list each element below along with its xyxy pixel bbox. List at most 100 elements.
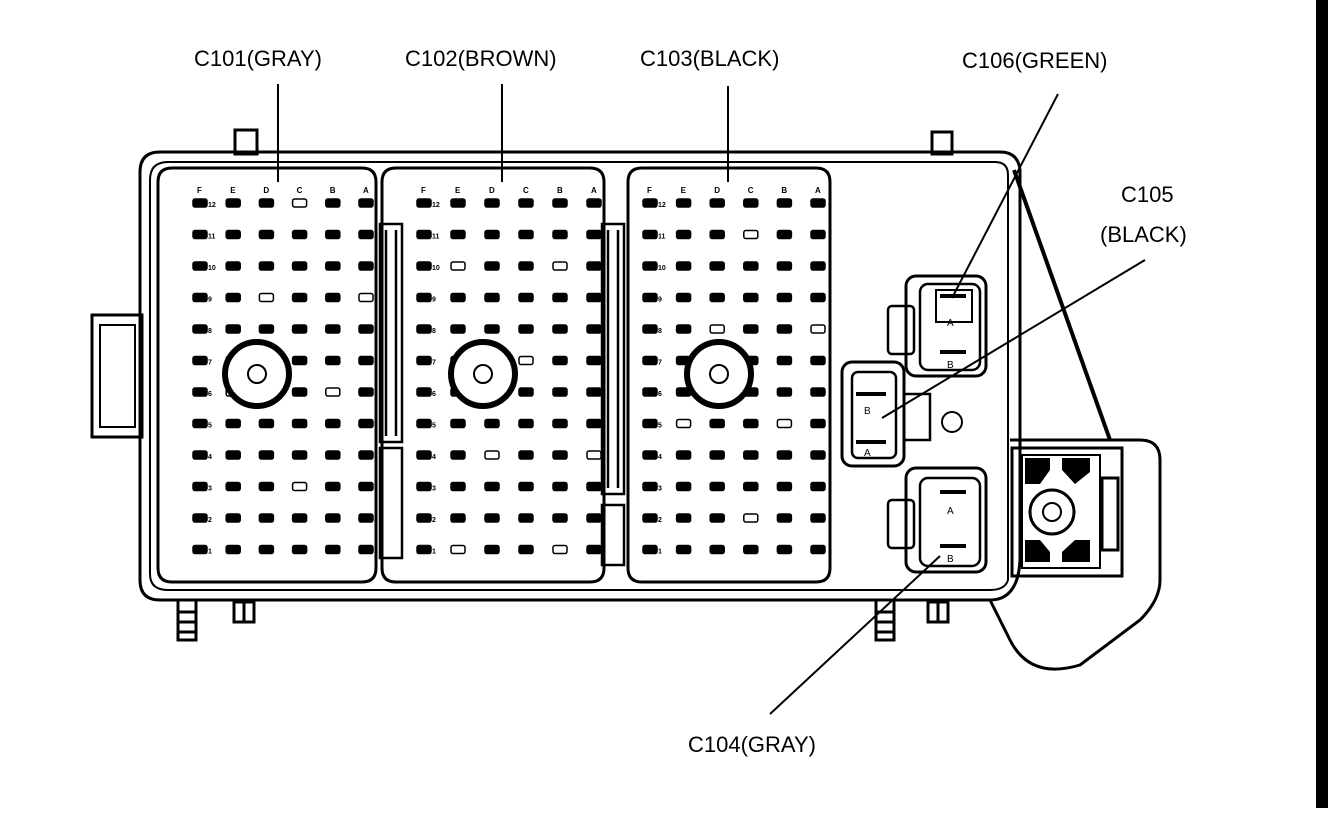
terminal-cavity	[776, 261, 793, 271]
rail-1-lower	[378, 446, 404, 560]
terminal-cavity	[776, 198, 793, 208]
terminal-cavity	[358, 355, 374, 366]
rails	[378, 222, 626, 567]
callout-c105-line2: (BLACK)	[1100, 222, 1187, 247]
row-number: 10	[432, 265, 440, 272]
column-letter: A	[591, 186, 597, 195]
terminal-cavity	[743, 481, 759, 492]
column-letter: C	[297, 186, 303, 195]
terminal-cavity	[450, 418, 466, 429]
terminal-cavity	[416, 261, 432, 271]
terminal-cavity	[743, 261, 759, 271]
terminal-cavity	[291, 387, 308, 397]
c105-pin-a-label: A	[864, 448, 871, 459]
c104-pin-a-label: A	[947, 506, 954, 517]
terminal-cavity	[810, 481, 826, 492]
terminal-cavity	[416, 387, 432, 397]
bracket-body	[1010, 446, 1124, 578]
center-bolt-hole	[247, 364, 267, 384]
terminal-cavity	[450, 544, 466, 555]
row-number: 1	[208, 549, 212, 556]
terminal-cavity	[518, 261, 534, 271]
terminal-cavity	[552, 513, 568, 523]
terminal-cavity	[642, 355, 658, 366]
terminal-cavity	[258, 198, 275, 208]
terminal-cavity	[484, 229, 500, 240]
bracket-slot	[1100, 476, 1120, 552]
terminal-cavity	[258, 324, 275, 334]
housing	[90, 128, 1162, 671]
terminal-cavity	[325, 324, 341, 334]
column-letter: D	[489, 186, 495, 195]
terminal-cavity	[416, 418, 432, 429]
left-mounting-tab	[90, 313, 144, 439]
terminal-cavity	[709, 544, 725, 555]
terminal-cavity	[743, 513, 759, 523]
terminal-cavity	[291, 324, 308, 334]
terminal-cavity	[675, 418, 692, 429]
terminal-cavity	[358, 324, 374, 334]
terminal-cavity	[709, 324, 725, 334]
terminal-cavity	[416, 292, 432, 303]
bracket-corner-bl	[1025, 540, 1050, 562]
terminal-cavity	[416, 198, 432, 208]
terminal-cavity	[484, 261, 500, 271]
terminal-cavity	[518, 292, 534, 303]
terminal-cavity	[358, 450, 374, 460]
terminal-cavity	[743, 324, 759, 334]
terminal-cavity	[709, 418, 725, 429]
terminal-cavity	[642, 450, 658, 460]
row-number: 12	[208, 202, 216, 209]
terminal-cavity	[552, 292, 568, 303]
row-number: 5	[208, 423, 212, 430]
terminal-cavity	[325, 418, 341, 429]
row-number: 4	[432, 454, 436, 461]
terminal-cavity	[709, 198, 725, 208]
terminal-cavity	[325, 261, 341, 271]
c105-pin-b-label: B	[864, 406, 871, 417]
row-number: 9	[432, 297, 436, 304]
terminal-cavity	[518, 544, 534, 555]
terminal-cavity	[586, 198, 602, 208]
terminal-cavity	[675, 544, 692, 555]
terminal-cavity	[450, 450, 466, 460]
terminal-cavity	[552, 355, 568, 366]
terminal-cavity	[325, 292, 341, 303]
row-number: 11	[208, 234, 216, 241]
terminal-cavity	[586, 481, 602, 492]
terminal-cavity	[586, 355, 602, 366]
terminal-cavity	[518, 387, 534, 397]
callout-c106: C106(GREEN)	[962, 48, 1107, 73]
terminal-cavity	[192, 450, 208, 460]
terminal-cavity	[675, 481, 692, 492]
terminal-cavity	[518, 481, 534, 492]
connector-c106-body	[886, 274, 988, 378]
terminal-cavity	[416, 481, 432, 492]
column-letter: A	[363, 186, 369, 195]
column-letter: C	[748, 186, 754, 195]
terminal-cavity	[810, 198, 826, 208]
terminal-cavity	[450, 198, 466, 208]
terminal-cavity	[552, 324, 568, 334]
terminal-cavity	[192, 355, 208, 366]
terminal-cavity	[358, 481, 374, 492]
terminal-cavity	[416, 324, 432, 334]
terminal-cavity	[810, 450, 826, 460]
terminal-cavity	[518, 355, 534, 366]
terminal-cavity	[192, 198, 208, 208]
terminal-cavity	[416, 544, 432, 555]
terminal-cavity	[192, 229, 208, 240]
terminal-cavity	[642, 292, 658, 303]
terminal-cavity	[225, 450, 241, 460]
terminal-cavity	[192, 481, 208, 492]
bracket-outline	[988, 438, 1162, 671]
terminal-cavity	[225, 261, 241, 271]
terminal-cavity	[642, 261, 658, 271]
terminal-cavity	[810, 261, 826, 271]
column-letter: C	[523, 186, 529, 195]
terminal-cavity	[258, 450, 275, 460]
terminal-cavity	[810, 324, 826, 334]
top-peg-left	[233, 128, 259, 156]
